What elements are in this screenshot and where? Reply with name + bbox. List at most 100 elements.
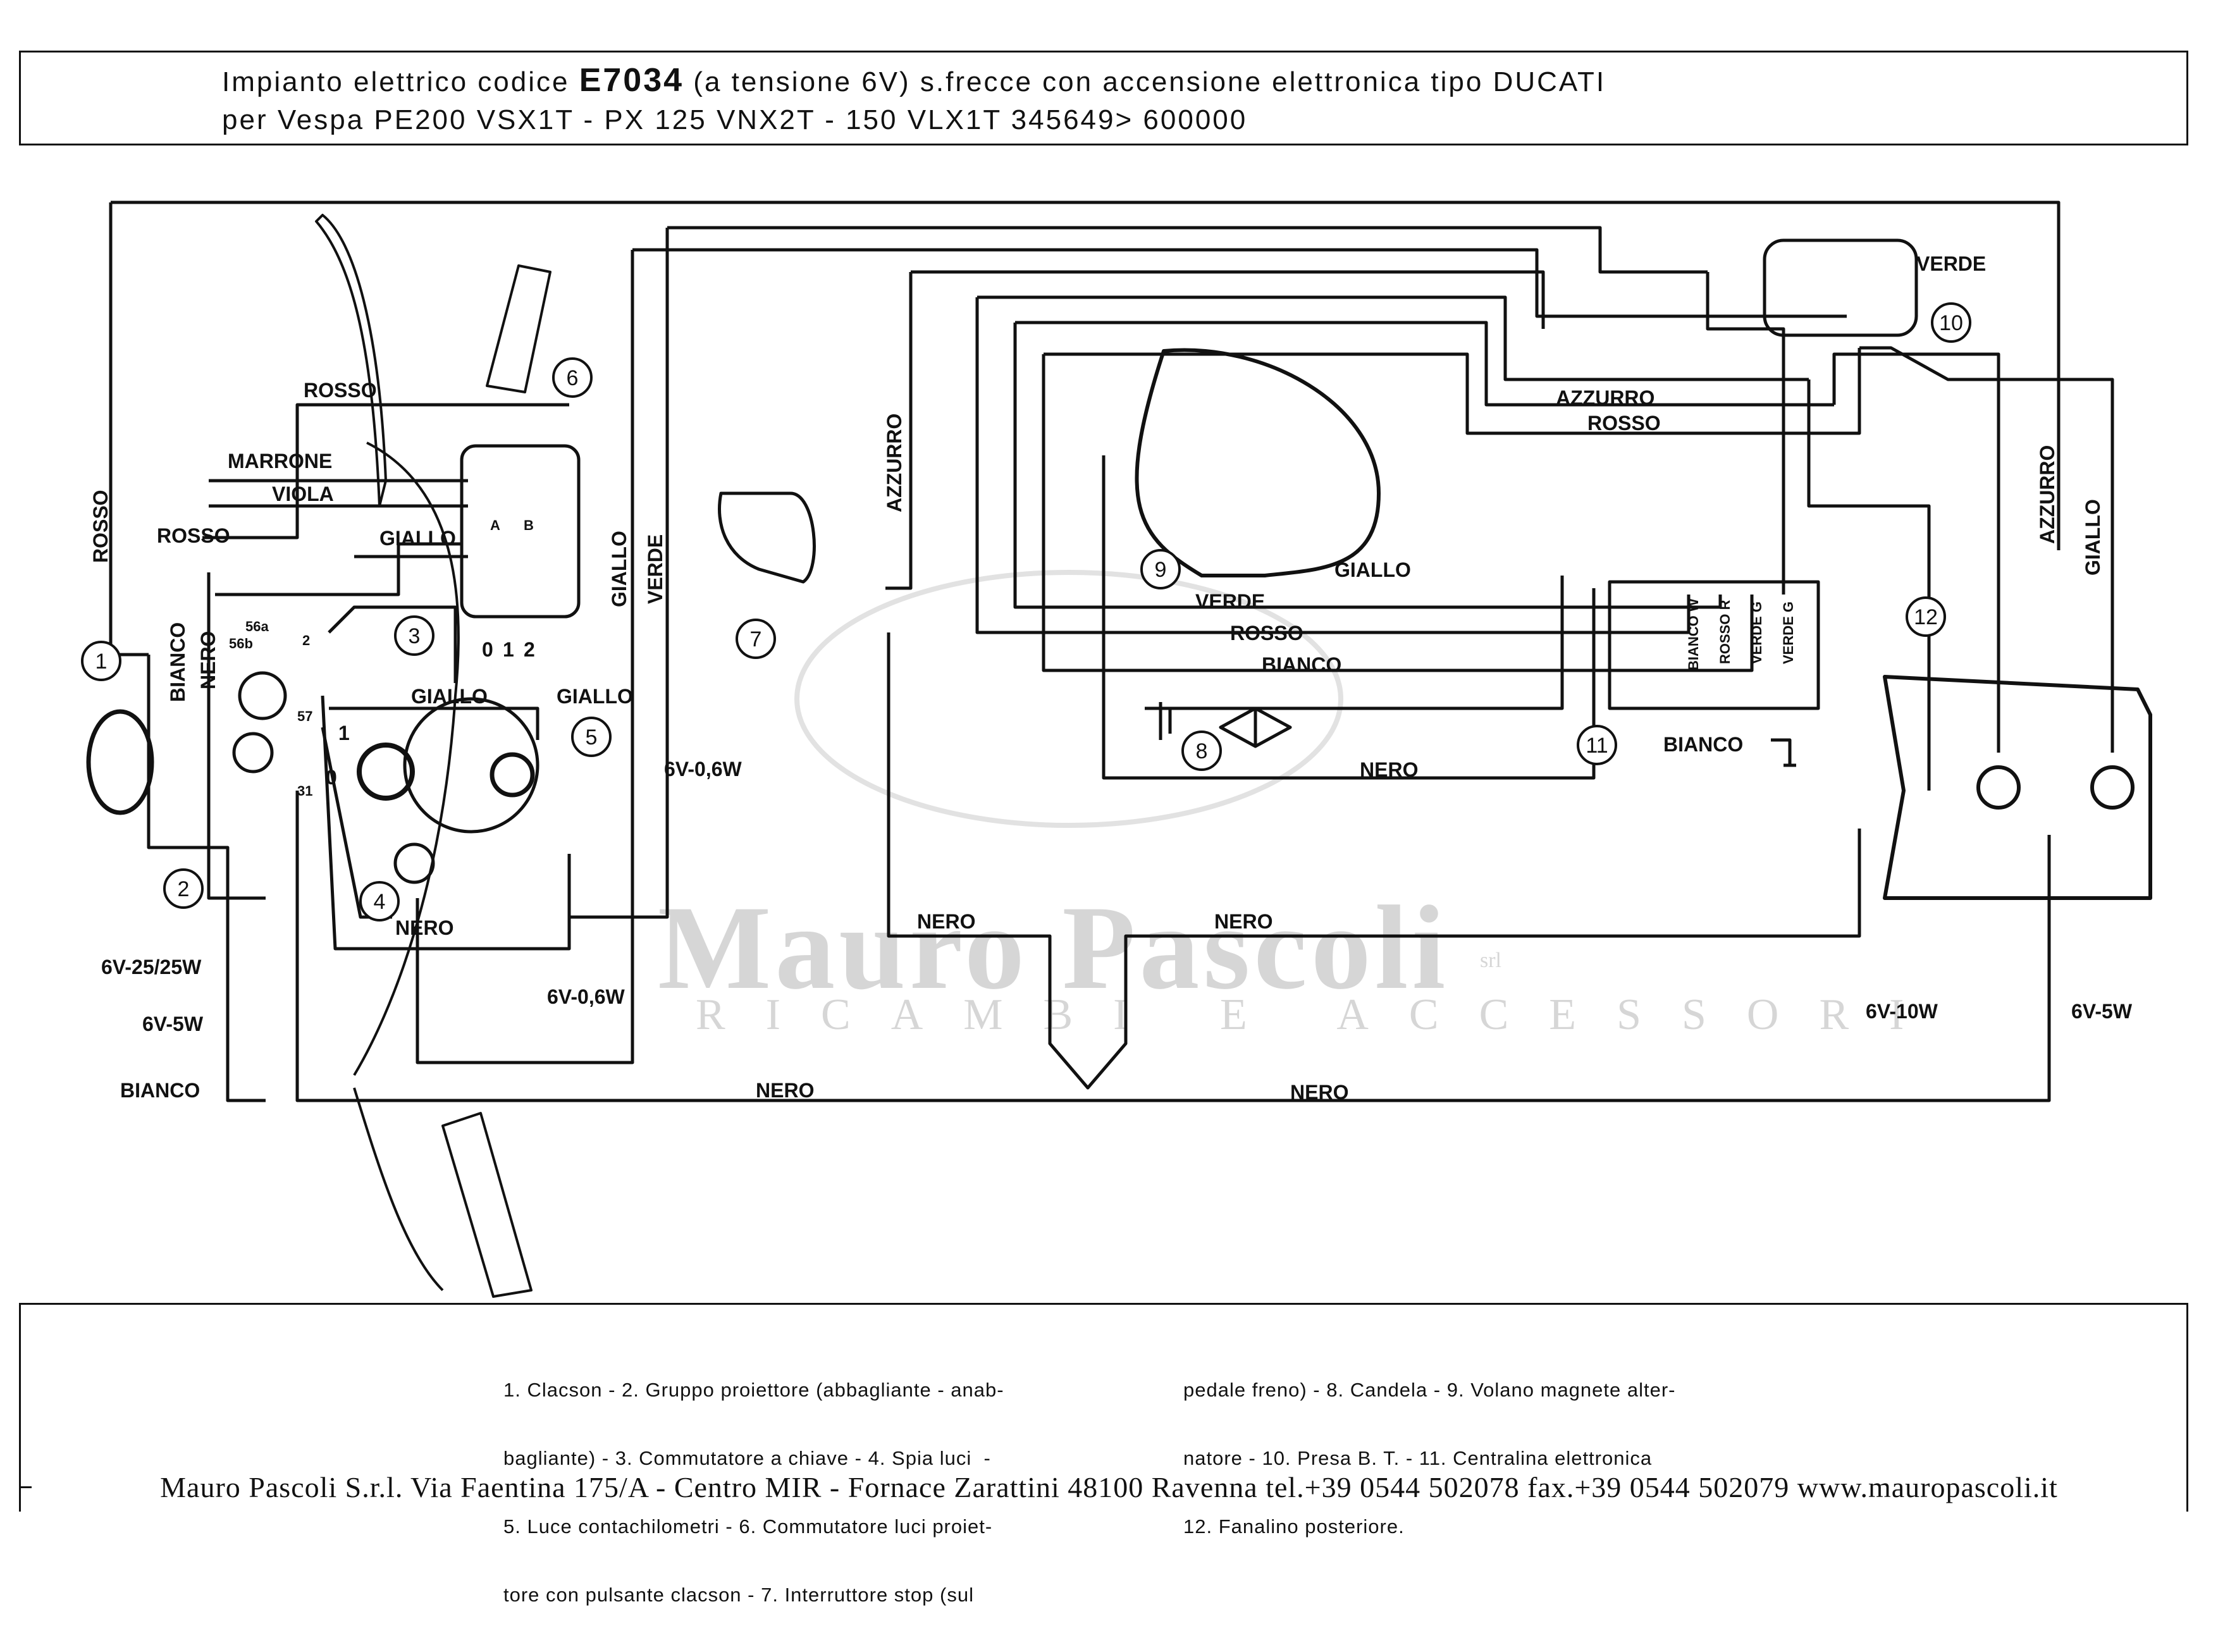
wire-nero-bottom — [295, 791, 2051, 1102]
wire-dash-4 — [328, 605, 457, 683]
callout-7: 7 — [750, 627, 762, 651]
wire-nero-module — [1145, 576, 1564, 710]
handlebar-grip-bottom — [441, 1112, 533, 1298]
label-bianco-mod: BIANCO — [1262, 653, 1341, 676]
watermark-ellipse — [794, 570, 1343, 828]
legend-column-2: pedale freno) - 8. Candela - 9. Volano m… — [1183, 1333, 1676, 1584]
callout-1: 1 — [95, 650, 108, 674]
taillight-12-body — [1883, 675, 2152, 900]
label-giallo-speedo: GIALLO — [557, 685, 633, 708]
switch-contact-b: B — [524, 517, 534, 533]
wire-dash-3 — [329, 706, 539, 740]
switch-position-0: 0 — [482, 638, 493, 661]
legend-line: bagliante) - 3. Commutatore a chiave - 4… — [503, 1447, 991, 1469]
switch-position-2: 2 — [524, 638, 535, 661]
label-verde-vertical: VERDE — [644, 534, 667, 604]
callout-4: 4 — [374, 890, 386, 914]
label-nero-mid-left: NERO — [917, 910, 975, 933]
label-nero-vertical: NERO — [197, 631, 219, 689]
callout-2: 2 — [178, 877, 190, 901]
module-11-body — [1608, 580, 1820, 710]
wire-giallo-rear — [1859, 346, 2114, 753]
legend-box: 1. Clacson - 2. Gruppo proiettore (abbag… — [19, 1303, 2188, 1606]
label-nero-spark: NERO — [1360, 758, 1418, 781]
terminal-56b: 56b — [229, 636, 253, 651]
spark-plug-8 — [1219, 706, 1292, 748]
socket-10-body — [1763, 238, 1918, 337]
tail-lamp-right — [2090, 765, 2135, 810]
wire-verde-down — [416, 250, 634, 1064]
callout-8: 8 — [1196, 739, 1208, 763]
wire-alt-2 — [977, 295, 1809, 381]
label-nero-bottom-right: NERO — [1290, 1081, 1348, 1104]
module-pin-bianco: BIANCO W — [1685, 598, 1701, 670]
wire-alt-3 — [1015, 321, 1834, 407]
callout-10: 10 — [1939, 311, 1963, 335]
label-nero-mid-right: NERO — [1214, 910, 1272, 933]
rating-headlight: 6V-25/25W — [101, 956, 202, 978]
rating-parking: 6V-5W — [142, 1013, 204, 1035]
label-bianco-bottom: BIANCO — [120, 1079, 200, 1102]
callout-3-circle — [394, 615, 434, 656]
wire-frame-left — [109, 202, 149, 656]
wire-alt-4 — [1044, 348, 1861, 435]
alternator-9-body — [1135, 348, 1381, 577]
switch-position-1: 1 — [503, 638, 514, 661]
terminal-2: 2 — [302, 632, 310, 648]
callout-11-circle — [1577, 725, 1617, 765]
title-line-1: Impianto elettrico codice E7034 (a tensi… — [222, 61, 1606, 99]
wire-switch-a — [207, 572, 266, 900]
label-rosso-alt: ROSSO — [1587, 412, 1661, 435]
callout-1-circle — [81, 641, 121, 681]
wire-nero-mid — [887, 632, 1861, 1090]
title-suffix: (a tensione 6V) s.frecce con accensione … — [684, 66, 1606, 97]
module-pin-rosso: ROSSO R — [1717, 600, 1733, 664]
title-code: E7034 — [579, 62, 684, 99]
key-position-0: 0 — [326, 766, 337, 789]
label-nero-bottom-left: NERO — [756, 1079, 814, 1102]
legend-line: 5. Luce contachilometri - 6. Commutatore… — [503, 1515, 993, 1538]
switch-contact-a: A — [490, 517, 500, 533]
horn-1-body — [86, 709, 154, 815]
label-bianco-vertical: BIANCO — [166, 622, 189, 702]
headlight-bulb-low — [232, 732, 274, 774]
speedometer-body — [403, 697, 539, 834]
module-pin-verde-1: VERDE G — [1749, 601, 1765, 664]
wire-module-1 — [975, 297, 1691, 634]
label-azzurro-stop: AZZURRO — [883, 414, 906, 512]
stop-switch-7-body — [718, 491, 816, 584]
title-box: Impianto elettrico codice E7034 (a tensi… — [19, 51, 2188, 145]
wire-switch-left — [202, 403, 569, 539]
callout-7-circle — [736, 619, 776, 659]
terminal-31: 31 — [297, 783, 312, 799]
wire-right-1 — [1832, 352, 2000, 753]
footer-rule — [19, 1486, 32, 1488]
callout-4-circle — [359, 881, 400, 922]
rating-speedo-lamp: 6V-0,6W — [664, 758, 742, 780]
terminal-57: 57 — [297, 708, 312, 724]
label-nero-pilot: NERO — [395, 916, 453, 939]
callout-11: 11 — [1586, 734, 1608, 758]
label-viola: VIOLA — [272, 483, 334, 505]
wiring-diagram: 1 2 3 4 5 6 7 8 9 10 11 12 ROSSO MARRONE… — [81, 200, 2152, 1298]
label-rosso-mod: ROSSO — [1230, 622, 1303, 644]
wire-alt-1 — [911, 270, 1545, 329]
module-pin-verde-2: VERDE G — [1780, 601, 1796, 664]
label-azzurro-rear: AZZURRO — [2036, 445, 2059, 544]
key-switch-body — [357, 743, 415, 801]
callout-3: 3 — [409, 624, 421, 648]
label-giallo-switch: GIALLO — [379, 527, 456, 550]
wire-giallo-down — [569, 228, 669, 919]
watermark-srl: srl — [1480, 949, 1501, 972]
tail-lamp-left — [1976, 765, 2021, 810]
key-position-1: 1 — [338, 722, 350, 744]
wire-module-3 — [1042, 354, 1754, 672]
wire-right-verde — [1706, 272, 1785, 595]
watermark-logo: Mauro Pascoli — [658, 882, 1450, 1014]
wire-switch-b — [215, 542, 462, 596]
legend-line: 12. Fanalino posteriore. — [1183, 1515, 1405, 1538]
label-rosso-left: ROSSO — [157, 524, 230, 547]
pilot-lamp-body — [393, 842, 435, 884]
callout-12-circle — [1906, 596, 1946, 637]
legend-line: 1. Clacson - 2. Gruppo proiettore (abbag… — [503, 1379, 1004, 1401]
